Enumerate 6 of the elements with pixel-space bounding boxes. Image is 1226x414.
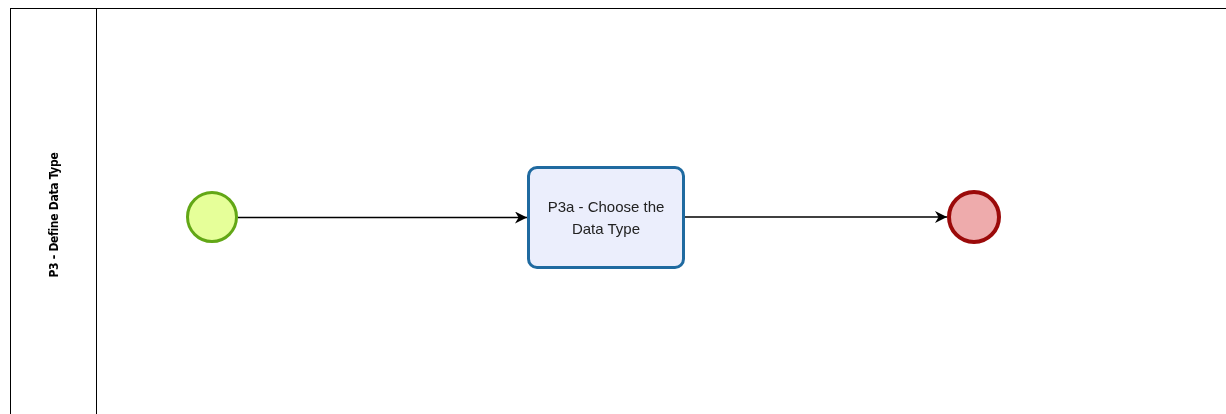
pool: [10, 8, 1226, 414]
lane-title: P3 - Define Data Type: [47, 152, 61, 278]
task-box: [527, 166, 685, 269]
task-label: P3a - Choose the Data Type: [546, 196, 666, 239]
sequence-flow-arrow: [237, 211, 528, 224]
sequence-flow-arrow: [684, 211, 948, 223]
